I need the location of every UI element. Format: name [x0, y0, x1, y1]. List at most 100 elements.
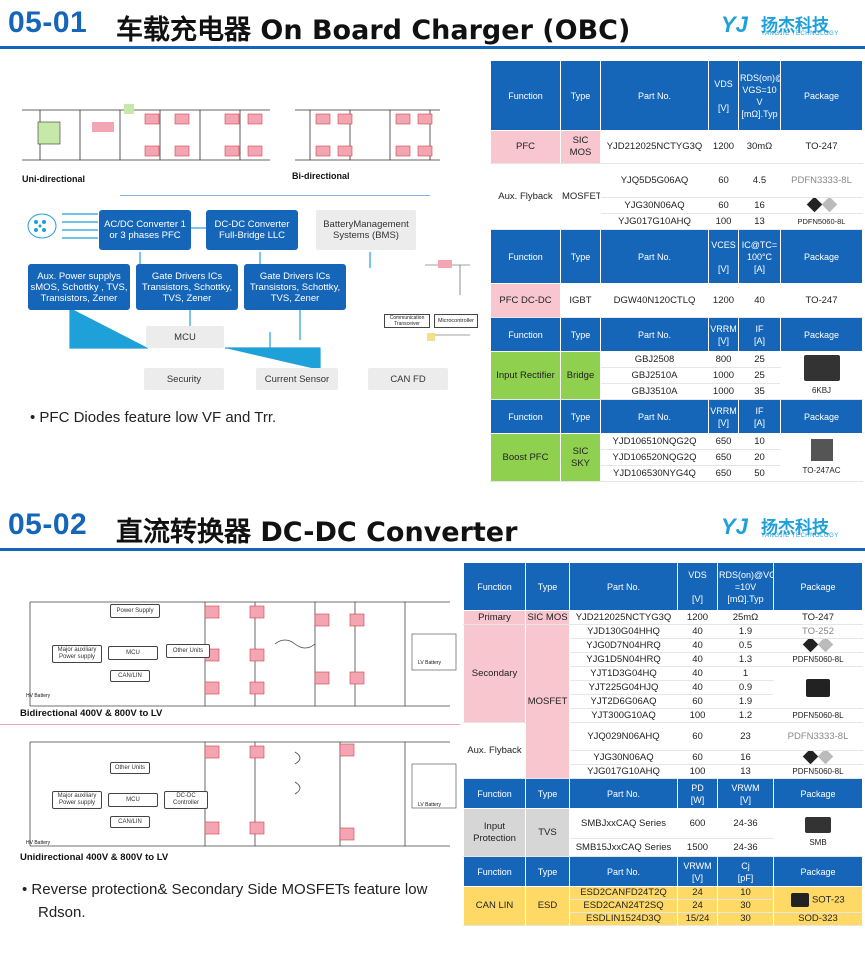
cell-r: 24-36 [717, 808, 774, 839]
table-header-row: Function Type Part No. VCES[V] IC@TC= 10… [490, 229, 863, 284]
table-row: Primary SIC MOS YJD212025NCTYG3Q 1200 25… [463, 610, 863, 625]
th-r: VRWM[V] [717, 778, 774, 809]
section-number: 05-02 [8, 508, 88, 541]
cell-type: ESD [525, 886, 570, 926]
diagram-divider [0, 724, 460, 725]
cell-r: 24-36 [717, 838, 774, 857]
table-header-row: Function Type Part No. VDS[V] RDS(on)@ V… [490, 60, 863, 131]
th-v-label: VDS [714, 78, 733, 89]
box-major-aux: Major auxiliary Power supply [52, 791, 102, 809]
cell-part: SMBJxxCAQ Series [569, 808, 678, 839]
cell-v: 15/24 [677, 912, 718, 926]
cell-v: 60 [708, 163, 739, 198]
th-r-unit: [V] [739, 794, 751, 805]
th-v-unit: [V] [717, 102, 729, 113]
th-r-label: IF [755, 323, 764, 334]
cell-part: YJT225G04HJQ [569, 680, 678, 695]
th-r: RDS(on)@ VGS=10 V[mΩ].Typ [738, 60, 781, 131]
dcdc-unidirectional-schematic [29, 741, 457, 847]
cell-r: 25 [738, 351, 781, 368]
th-package: Package [773, 856, 863, 887]
th-type: Type [560, 60, 601, 131]
th-type: Type [560, 229, 601, 284]
th-v: VDS [V] [708, 60, 739, 131]
cell-part: YJG30N06AQ [600, 197, 709, 214]
cell-package: TO-247 [773, 610, 863, 625]
cell-v: 1200 [708, 283, 739, 318]
cell-r: 1.9 [717, 694, 774, 709]
cell-r: 30 [717, 912, 774, 926]
table-row: ESD2CAN24T2SQ 24 30 [464, 899, 863, 913]
cell-package: TO-247AC [780, 433, 863, 482]
company-logo: YJ 扬杰科技 YANGJIE TECHNOLOGY [721, 512, 851, 544]
label-hv-battery: HV Battery [26, 840, 51, 846]
section-header: 05-01 车载充电器 On Board Charger (OBC) YJ 扬杰… [0, 0, 865, 49]
cell-v: 60 [677, 722, 718, 751]
cell-part: YJG30N06AQ [569, 750, 678, 765]
th-r: IC@TC= 100°C[A] [738, 229, 781, 284]
cell-part: ESD2CANFD24T2Q [569, 886, 678, 900]
th-part: Part No. [569, 856, 678, 887]
caption-bidirectional: Bidirectional 400V & 800V to LV [20, 708, 163, 719]
to247-package-icon [810, 438, 833, 461]
th-part: Part No. [600, 60, 709, 131]
th-v-unit: [V] [717, 263, 729, 274]
box-gate-drivers-1: Gate Drivers ICs Transistors, Schottky, … [136, 264, 238, 310]
dfn-package-icon [821, 198, 837, 213]
box-major-aux: Major auxiliary Power supply [52, 645, 102, 663]
mini-tvs-schematic [425, 260, 470, 341]
cell-v: 24 [677, 899, 718, 913]
dfn-package-icon [802, 639, 819, 652]
sot23-package-icon [791, 892, 810, 907]
caption-uni-directional: Uni-directional [22, 174, 86, 184]
cell-v: 40 [677, 680, 718, 695]
company-logo: YJ 扬杰科技 YANGJIE TECHNOLOGY [721, 10, 851, 42]
logo-cn: 扬杰科技 [761, 16, 829, 36]
dfn-package-icon [817, 639, 834, 652]
th-r-unit: [pF] [737, 872, 754, 883]
cell-part: YJT2D6G06AQ [569, 694, 678, 709]
table-row: ESDLIN1524D3Q 15/24 30 SOD-323 [464, 912, 863, 926]
table-header-row: Function Type Part No. VRRM[V] IF[A] Pac… [490, 399, 863, 434]
th-r-label: IF [755, 405, 764, 416]
th-r-label: IC@TC= 100°C [741, 239, 778, 262]
logo-cn: 扬杰科技 [761, 518, 829, 538]
bullet-text: Reverse protection& Secondary Side MOSFE… [31, 881, 428, 921]
package-label: TO-247AC [802, 465, 841, 475]
cell-part: ESDLIN1524D3Q [569, 912, 678, 926]
cell-type: IGBT [560, 283, 601, 318]
box-dcdc-converter: DC-DC Converter Full-Bridge LLC [206, 210, 298, 250]
cell-package: PDFN3333-8L [780, 163, 863, 198]
cell-r: 1 [717, 666, 774, 681]
cell-v: 100 [677, 764, 718, 779]
cell-part: GBJ2508 [600, 351, 709, 368]
cell-package: PDFN5060-8L [773, 764, 863, 779]
cell-v: 60 [677, 750, 718, 765]
box-can-fd: CAN FD [368, 368, 448, 390]
section-title: 直流转换器 DC-DC Converter [116, 517, 518, 548]
table-row: YJT300G10AQ 100 1.2 PDFN5060-8L [464, 708, 863, 723]
cell-part: SMB15JxxCAQ Series [569, 838, 678, 857]
label-lv-battery: LV Battery [418, 802, 441, 808]
th-function: Function [463, 778, 526, 809]
cell-r: 23 [717, 722, 774, 751]
th-v: PD[W] [677, 778, 718, 809]
box-gate-drivers-2: Gate Drivers ICs Transistors, Schottky, … [244, 264, 346, 310]
cell-v: 1500 [677, 838, 718, 857]
cell-r: 16 [738, 197, 781, 214]
cell-r: 30 [717, 899, 774, 913]
section-header: 05-02 直流转换器 DC-DC Converter YJ 扬杰科技 YANG… [0, 502, 865, 551]
cell-r: 1.2 [717, 708, 774, 723]
box-power-supply: Power Supply [110, 604, 160, 618]
cell-package: PDFN3333-8L [773, 722, 863, 751]
table-row: Input Protection TVS SMBJxxCAQ Series 60… [463, 808, 863, 857]
bridge-package-icon [803, 354, 840, 381]
cell-function: Boost PFC [490, 433, 561, 482]
cell-r: 1.9 [717, 624, 774, 639]
cell-part: YJQ029N06AHQ [569, 722, 678, 751]
cell-part: YJG017G10AHQ [600, 213, 709, 230]
obc-circuit-schematics [22, 104, 440, 161]
th-package: Package [780, 399, 863, 434]
th-v-label: VRRM [710, 323, 737, 334]
caption-unidirectional: Unidirectional 400V & 800V to LV [20, 852, 169, 863]
